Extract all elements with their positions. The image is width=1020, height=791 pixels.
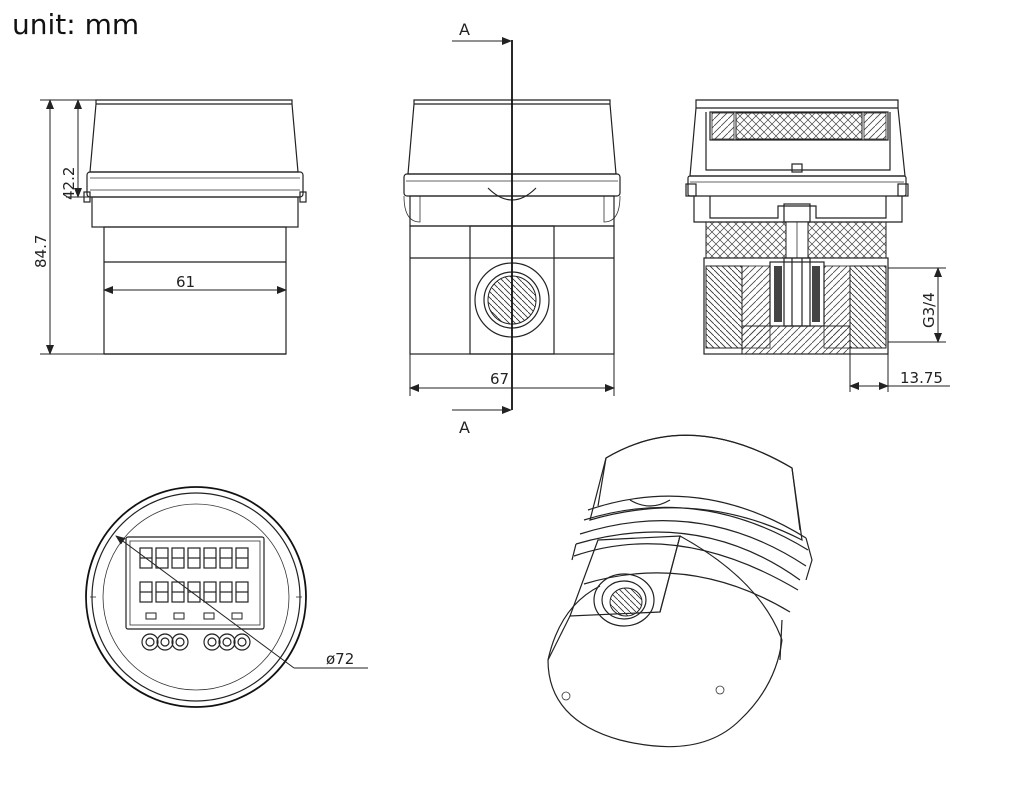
dim-cover-height: 42.2 [60, 167, 78, 200]
side-view-dimensions: 84.7 42.2 61 [32, 99, 287, 355]
display-digits-row-2 [139, 581, 249, 603]
dim-thread: G3/4 [920, 292, 938, 328]
section-view [685, 99, 909, 355]
section-marks: A A [452, 20, 512, 437]
section-view-dimensions: G3/4 13.75 [849, 267, 950, 392]
display-digits-row-1 [139, 547, 249, 569]
front-buttons [141, 633, 251, 651]
dim-diameter: ø72 [326, 650, 354, 668]
front-view [403, 40, 621, 410]
section-mark-top: A [459, 20, 470, 39]
side-view [83, 99, 307, 355]
dim-front-width: 67 [490, 370, 509, 388]
display-indicators [145, 612, 243, 620]
top-view: ø72 [85, 486, 368, 708]
dim-thread-depth: 13.75 [900, 369, 943, 387]
dim-total-height: 84.7 [32, 235, 50, 268]
section-mark-bottom: A [459, 418, 470, 437]
unit-label: unit: mm [12, 8, 140, 41]
front-view-dimensions: 67 [409, 354, 615, 396]
dim-side-width: 61 [176, 273, 195, 291]
isometric-view [547, 434, 813, 748]
